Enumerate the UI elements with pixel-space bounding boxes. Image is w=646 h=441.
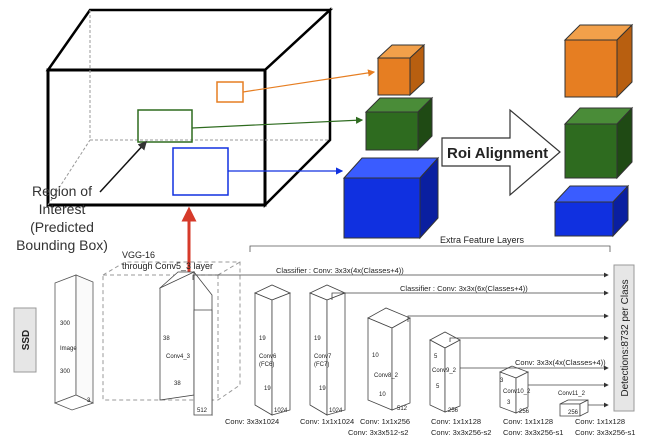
roi-arrow-orange xyxy=(242,69,376,93)
conv11-channels: 256 xyxy=(568,410,579,416)
conv7-dim-top: 19 xyxy=(314,336,321,342)
roi-arrow-green xyxy=(191,116,364,129)
roi-pointer-arrow xyxy=(99,140,148,193)
conv6-dim-bottom: 19 xyxy=(264,386,271,392)
conv11-name: Conv11_2 xyxy=(558,391,586,397)
conv6-slab xyxy=(254,284,292,416)
bottom-label-10: Conv: 3x3x256-s1 xyxy=(575,428,635,437)
image-dim-top: 300 xyxy=(60,321,71,327)
conv4-channels: 512 xyxy=(197,408,208,414)
pooled-cube-green xyxy=(364,96,434,152)
bottom-label-2: Conv: 1x1x1024 xyxy=(300,417,354,426)
svg-text:(Predicted: (Predicted xyxy=(30,219,94,235)
classifier-label-1: Classifier : Conv: 3x3x(4x(Classes+4)) xyxy=(276,266,404,275)
conv10-slab xyxy=(499,365,529,414)
conv7-dim-bottom: 19 xyxy=(319,386,326,392)
conv8-name: Conv8_2 xyxy=(374,373,399,379)
aligned-cube-green xyxy=(563,106,634,180)
image-slab xyxy=(53,274,95,411)
conv9-channels: 256 xyxy=(448,408,459,414)
image-name: Image xyxy=(60,346,77,352)
bottom-label-3: Conv: 1x1x256 xyxy=(360,417,410,426)
classifier-label-3: Conv: 3x3x(4x(Classes+4)) xyxy=(515,358,606,367)
roi-alignment-label: Roi Alignment xyxy=(447,145,548,162)
ssd-label: SSD xyxy=(21,330,32,351)
svg-text:Bounding Box): Bounding Box) xyxy=(16,237,108,253)
conv8-slab xyxy=(367,307,411,411)
conv7-name: Conv7 xyxy=(314,354,332,360)
conv6-channels: 1024 xyxy=(274,408,288,414)
conv9-name: Conv9_2 xyxy=(432,368,457,374)
conv4-dim-top: 38 xyxy=(163,336,170,342)
conv6-sub: (FC6) xyxy=(259,362,274,368)
conv9-dim-top: 5 xyxy=(434,354,438,360)
roi-text-label: Region of Interest (Predicted Bounding B… xyxy=(16,183,108,253)
bottom-label-5: Conv: 1x1x128 xyxy=(431,417,481,426)
bottom-label-8: Conv: 3x3x256-s1 xyxy=(503,428,563,437)
ssd-label-box xyxy=(13,307,37,373)
conv8-dim-bottom: 10 xyxy=(379,392,386,398)
conv10-channels: 256 xyxy=(519,409,530,415)
feature-map-cube xyxy=(45,7,334,209)
extra-layers-label: Extra Feature Layers xyxy=(440,235,525,245)
conv4-slab xyxy=(158,270,213,417)
bottom-label-4: Conv: 3x3x512-s2 xyxy=(348,428,408,437)
bottom-conv-labels: Conv: 3x3x1024 Conv: 1x1x1024 Conv: 1x1x… xyxy=(225,417,635,437)
classifier-line-1 xyxy=(192,272,609,280)
conv4-name: Conv4_3 xyxy=(166,354,191,360)
conv8-channels: 512 xyxy=(397,406,408,412)
detections-label: Detections:8732 per Class xyxy=(620,279,631,396)
vgg-block xyxy=(102,261,241,401)
image-dim-bottom: 300 xyxy=(60,369,71,375)
image-channels: 3 xyxy=(87,398,91,404)
aligned-cube-blue xyxy=(553,184,630,238)
svg-text:Region of: Region of xyxy=(32,183,92,199)
conv7-slab xyxy=(309,284,347,416)
conv7-sub: (FC7) xyxy=(314,362,329,368)
detections-box xyxy=(613,264,635,412)
aligned-cube-orange xyxy=(563,23,634,99)
roi-box-green xyxy=(137,109,193,143)
conv6-dim-top: 19 xyxy=(259,336,266,342)
conv10-name: Conv10_2 xyxy=(503,389,531,395)
bottom-label-7: Conv: 1x1x128 xyxy=(503,417,553,426)
classifier-line-4 xyxy=(449,335,609,342)
pooled-cube-orange xyxy=(376,43,426,97)
conv9-dim-bottom: 5 xyxy=(436,384,440,390)
classifier-line-2 xyxy=(331,290,609,300)
conv8-dim-top: 10 xyxy=(372,353,379,359)
bottom-label-9: Conv: 1x1x128 xyxy=(575,417,625,426)
conv9-slab xyxy=(429,331,461,413)
classifier-label-2: Classifier : Conv: 3x3x(6x(Classes+4)) xyxy=(400,284,528,293)
conv10-dim-bottom: 3 xyxy=(507,400,511,406)
conv6-name: Conv6 xyxy=(259,354,277,360)
vgg-label-2: through Conv5_3 layer xyxy=(122,261,213,271)
conv7-channels: 1024 xyxy=(329,408,343,414)
bottom-label-6: Conv: 3x3x256-s2 xyxy=(431,428,491,437)
extra-layers-bracket xyxy=(249,245,611,252)
conv11-slab xyxy=(559,399,589,417)
classifier-line-3 xyxy=(407,313,609,322)
svg-text:Interest: Interest xyxy=(39,201,86,217)
conv10-dim-top: 3 xyxy=(500,378,504,384)
roi-alignment-arrow xyxy=(441,108,561,197)
vgg-label-1: VGG-16 xyxy=(122,250,155,260)
conv4-dim-bottom: 38 xyxy=(174,381,181,387)
bottom-label-1: Conv: 3x3x1024 xyxy=(225,417,279,426)
pooled-cube-blue xyxy=(342,156,440,240)
